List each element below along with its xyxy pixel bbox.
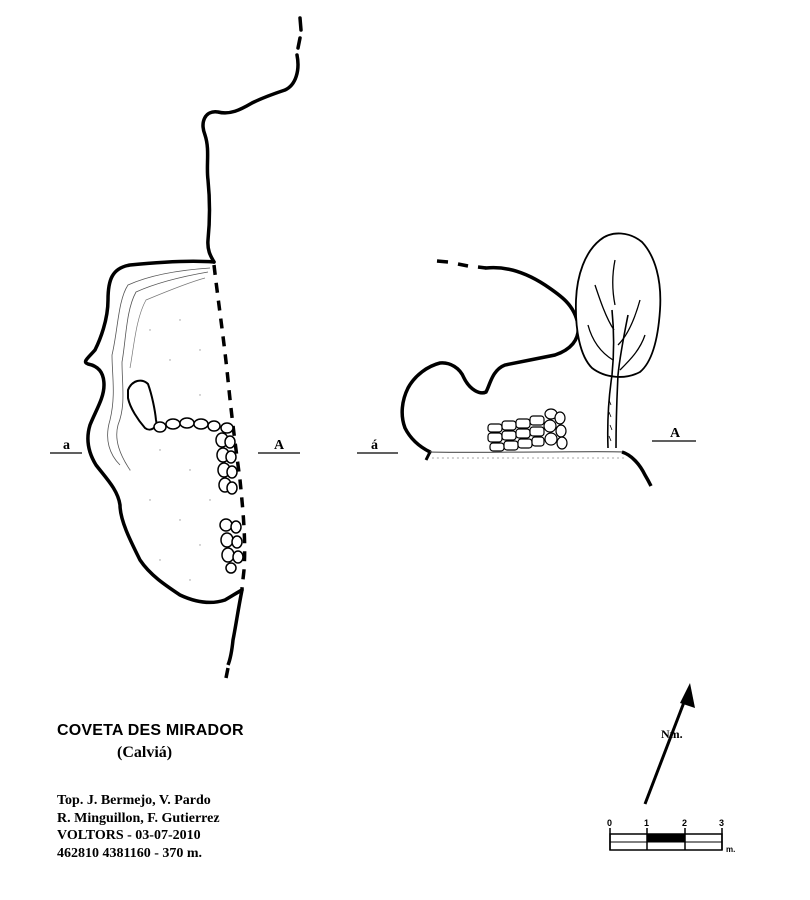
plan-stone-wall-horizontal — [153, 417, 234, 434]
plan-contour-line — [107, 267, 211, 466]
plan-dripline-dashed — [212, 264, 247, 591]
north-label: Nm. — [661, 727, 683, 741]
scale-tick-3: 3 — [719, 818, 724, 828]
plan-view: a A — [50, 16, 303, 679]
profile-entrance-floor — [424, 451, 432, 461]
map-subtitle: (Calviá) — [117, 744, 173, 761]
scale-bar-filled-segment — [647, 834, 685, 842]
plan-contour-line — [116, 271, 209, 471]
profile-floor-line — [429, 450, 626, 454]
scale-unit: m. — [726, 845, 735, 854]
credit-line: R. Minguillon, F. Gutierrez — [57, 810, 220, 826]
plan-top-dashed-line — [296, 16, 303, 50]
scale-tick-1: 1 — [644, 818, 649, 828]
tree — [574, 232, 662, 449]
credit-line: 462810 4381160 - 370 m. — [57, 845, 203, 861]
tree-branches — [587, 259, 646, 371]
credits-block: Top. J. Bermejo, V. Pardo R. Minguillon,… — [57, 792, 220, 862]
credit-line: VOLTORS - 03-07-2010 — [57, 828, 201, 843]
scale-bar: 0 1 2 3 m. — [607, 818, 735, 854]
plan-contour-line — [129, 277, 206, 369]
credit-line: Top. J. Bermejo, V. Pardo — [57, 793, 211, 808]
tree-trunk-hatching — [608, 399, 613, 442]
map-title: COVETA DES MIRADOR — [57, 722, 244, 739]
plan-rock — [127, 379, 158, 431]
scale-tick-0: 0 — [607, 818, 612, 828]
profile-slope-line — [621, 450, 653, 487]
plan-section-label-A: A — [274, 438, 285, 453]
plan-floor-stipple — [129, 319, 211, 581]
profile-dashed-roof — [436, 259, 487, 270]
north-arrow: Nm. — [643, 683, 695, 805]
profile-stone-wall — [487, 408, 568, 452]
plan-upper-wall-line — [201, 53, 300, 264]
plan-stone-wall-vertical — [219, 518, 244, 574]
north-arrow-head — [680, 683, 695, 708]
profile-section-label-a: á — [371, 438, 378, 453]
tree-canopy — [574, 232, 662, 378]
scale-tick-2: 2 — [682, 818, 687, 828]
plan-lower-trail-dashed — [224, 667, 230, 679]
profile-roof-line — [400, 265, 580, 454]
plan-section-label-a: a — [63, 438, 70, 453]
title-block: COVETA DES MIRADOR (Calviá) — [57, 722, 244, 762]
north-arrow-shaft — [643, 696, 688, 805]
profile-view: á A — [357, 232, 696, 487]
plan-lower-trail — [226, 589, 244, 666]
profile-section-label-A: A — [670, 426, 681, 441]
plan-cave-outline — [83, 259, 244, 605]
plan-stone-wall-vertical — [215, 432, 238, 495]
